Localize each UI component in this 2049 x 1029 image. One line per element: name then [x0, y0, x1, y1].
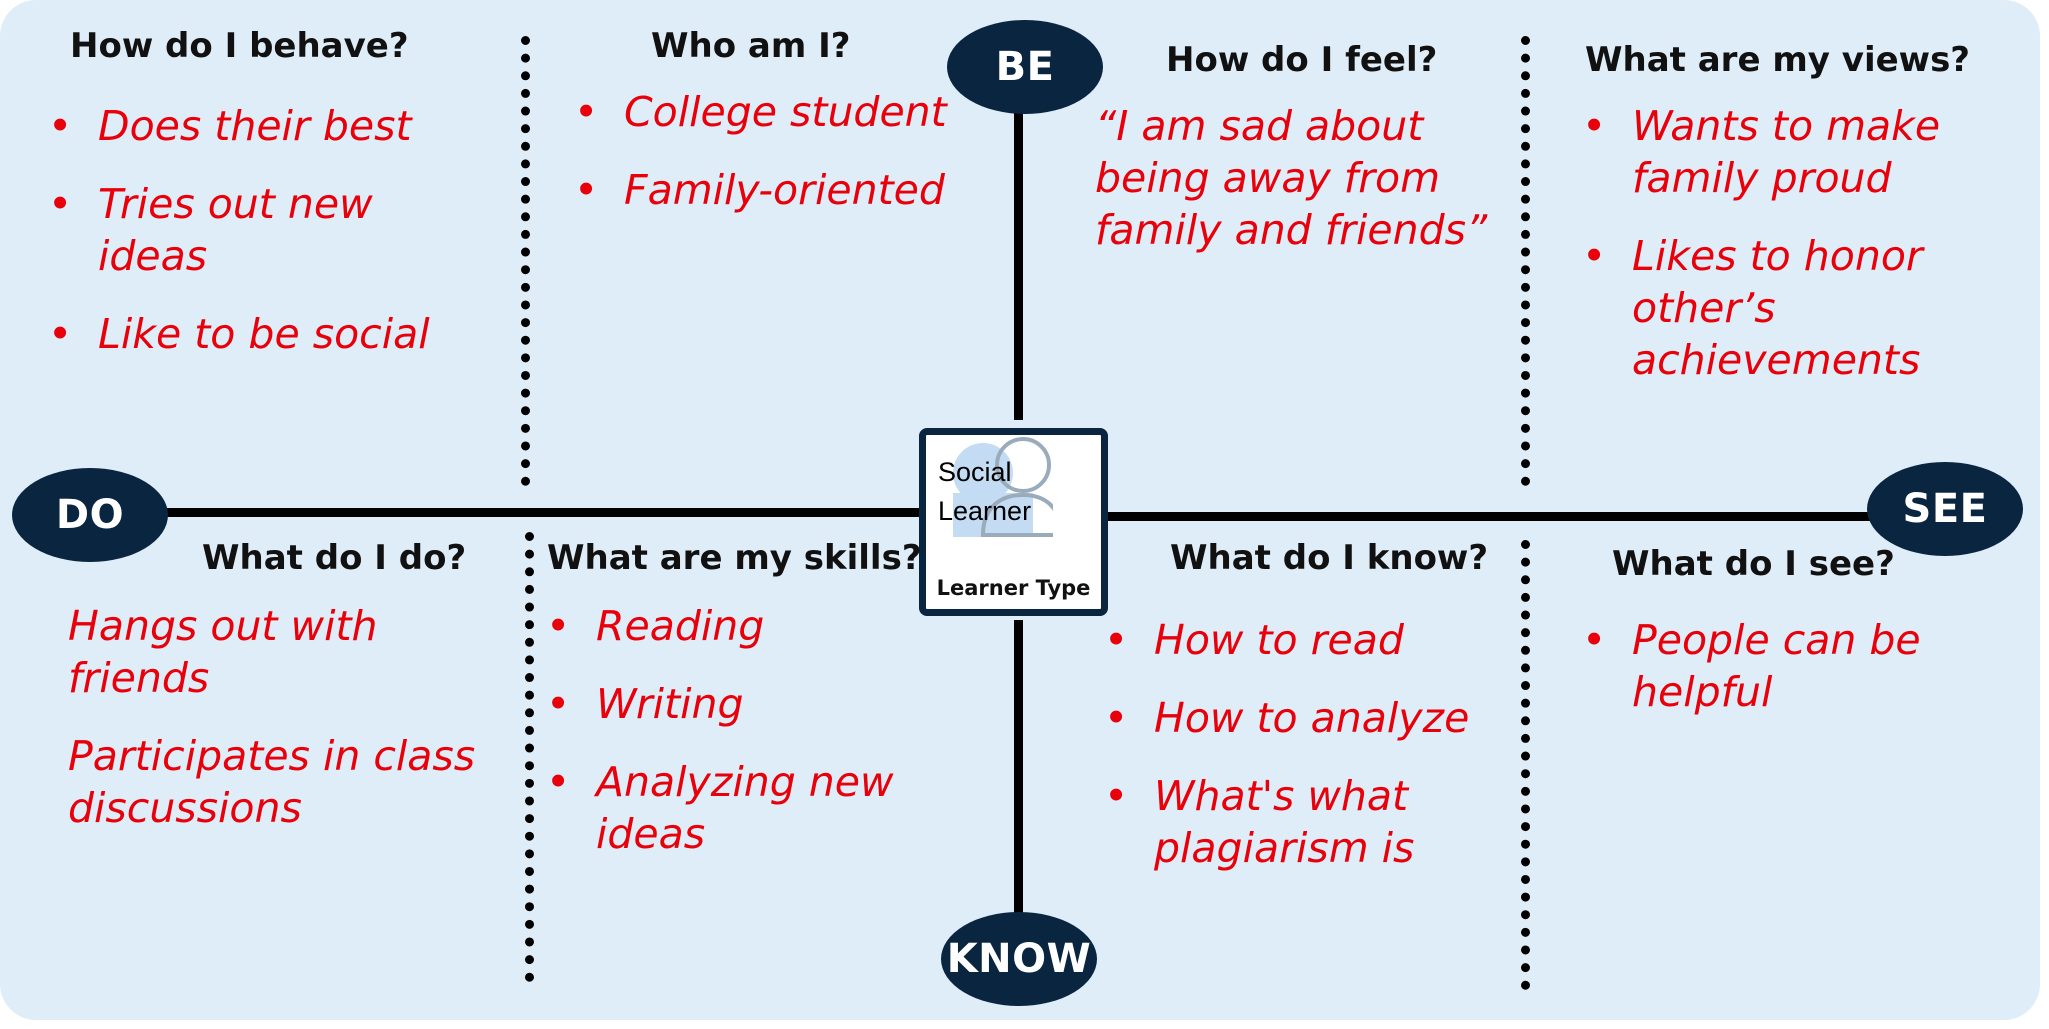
- learner-card: Social Learner Learner Type: [919, 428, 1108, 616]
- list-item: Wants to make family proud: [1578, 100, 1958, 204]
- learner-type-label: Learner Type: [936, 576, 1091, 600]
- axis-do: DO: [12, 468, 168, 562]
- list-see: People can be helpful: [1578, 614, 1958, 744]
- divider-bottom-left: [525, 532, 534, 982]
- axis-see: SEE: [1867, 462, 2023, 556]
- list-item: Hangs out with friends: [68, 602, 378, 702]
- vertical-axis-top: [1014, 100, 1023, 420]
- axis-know: KNOW: [941, 912, 1097, 1006]
- question-skills: What are my skills?: [547, 538, 922, 578]
- list-views: Wants to make family proud Likes to hono…: [1578, 100, 1958, 412]
- list-item: What's what plagiarism is: [1100, 770, 1474, 874]
- question-views: What are my views?: [1585, 40, 1971, 80]
- list-who: College student Family-oriented: [570, 86, 970, 242]
- divider-top-right: [1521, 36, 1530, 486]
- divider-bottom-right: [1521, 540, 1530, 990]
- learner-name: Social Learner: [938, 457, 1032, 526]
- question-know: What do I know?: [1170, 538, 1489, 578]
- question-who: Who am I?: [651, 26, 851, 66]
- list-behave: Does their best Tries out new ideas Like…: [44, 100, 464, 386]
- list-item: Writing: [542, 678, 922, 730]
- list-item: Does their best: [44, 100, 464, 152]
- list-item: Reading: [542, 600, 922, 652]
- list-item: People can be helpful: [1578, 614, 1952, 718]
- list-item: Tries out new ideas: [44, 178, 398, 282]
- list-item: How to analyze: [1100, 692, 1500, 744]
- vertical-axis-bottom: [1014, 620, 1023, 920]
- axis-be: BE: [947, 20, 1103, 114]
- list-know: How to read How to analyze What's what p…: [1100, 614, 1500, 900]
- question-behave: How do I behave?: [70, 26, 409, 66]
- list-item: College student: [570, 86, 970, 138]
- list-item: Analyzing new ideas: [542, 756, 916, 860]
- person-icon: [953, 437, 1053, 537]
- horizontal-axis-left: [100, 508, 922, 517]
- list-item: Family-oriented: [570, 164, 970, 216]
- list-item: Participates in class discussions: [68, 732, 476, 832]
- list-item: Likes to honor other’s achievements: [1578, 230, 1932, 386]
- list-skills: Reading Writing Analyzing new ideas: [542, 600, 922, 886]
- list-item: Like to be social: [44, 308, 464, 360]
- question-see: What do I see?: [1612, 544, 1895, 584]
- horizontal-axis-right: [1108, 512, 1948, 521]
- question-do: What do I do?: [202, 538, 467, 578]
- divider-top-left: [521, 36, 530, 486]
- quote-feel: “I am sad about being away from family a…: [1095, 102, 1488, 254]
- list-item: How to read: [1100, 614, 1500, 666]
- question-feel: How do I feel?: [1166, 40, 1438, 80]
- list-do: Hangs out with friends Participates in c…: [68, 600, 488, 860]
